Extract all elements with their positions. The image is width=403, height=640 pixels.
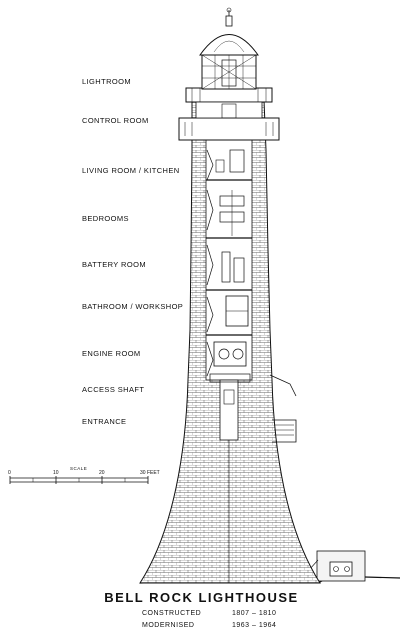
modernised-years: 1963 – 1964 (232, 622, 277, 629)
modernised-label: MODERNISED (142, 622, 195, 629)
scale-tick-10: 10 (53, 470, 59, 476)
drawing-title: BELL ROCK LIGHTHOUSE (104, 590, 299, 605)
scale-tick-30: 30 FEET (140, 470, 160, 476)
interior-shaft (205, 139, 253, 381)
constructed-years: 1807 – 1810 (232, 610, 277, 617)
scale-tick-20: 20 (99, 470, 105, 476)
scale-bar (9, 476, 149, 484)
scale-tick-0: 0 (8, 470, 11, 476)
label-entrance: ENTRANCE (82, 417, 127, 426)
label-lightroom: LIGHTROOM (82, 77, 132, 86)
label-bathroom-workshop: BATHROOM / WORKSHOP (82, 302, 184, 311)
label-control-room: CONTROL ROOM (82, 116, 149, 125)
label-engine-room: ENGINE ROOM (82, 349, 141, 358)
label-battery-room: BATTERY ROOM (82, 260, 146, 269)
entrance-gangway (269, 374, 297, 443)
lantern (199, 7, 259, 90)
constructed-label: CONSTRUCTED (142, 610, 202, 617)
gallery (178, 87, 280, 141)
label-living-room-kitchen: LIVING ROOM / KITCHEN (82, 166, 180, 175)
label-bedrooms: BEDROOMS (82, 214, 129, 223)
scale-title: SCALE (70, 466, 88, 471)
label-access-shaft: ACCESS SHAFT (82, 385, 145, 394)
access-shaft (209, 373, 251, 583)
